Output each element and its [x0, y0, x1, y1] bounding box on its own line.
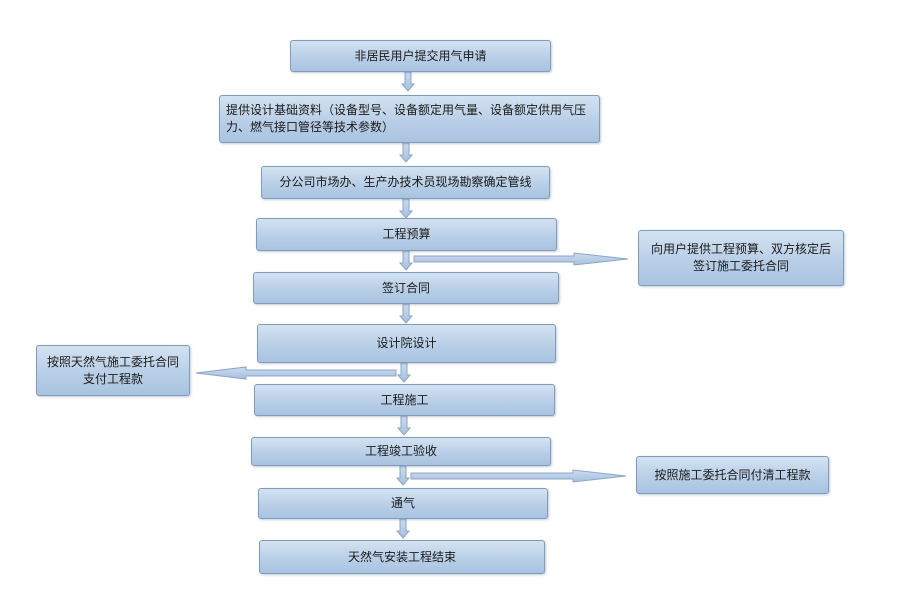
arrow-down-9 — [395, 518, 411, 539]
step-gas-on-label: 通气 — [390, 496, 415, 510]
note-sign-contract-label: 向用户提供工程预算、双方核定后签订施工委托合同 — [650, 242, 831, 273]
step-construction-label: 工程施工 — [380, 392, 429, 407]
step-contract: 签订合同 — [253, 272, 559, 304]
step-survey-label: 分公司市场办、生产办技术员现场勘察确定管线 — [279, 175, 532, 189]
note-pay-progress-label: 按照天然气施工委托合同支付工程款 — [46, 354, 179, 386]
note-settle-payment: 按照施工委托合同付清工程款 — [636, 456, 829, 494]
arrow-down-2 — [398, 142, 414, 163]
step-gas-on: 通气 — [258, 488, 548, 519]
step-survey: 分公司市场办、生产办技术员现场勘察确定管线 — [261, 166, 550, 199]
arrow-down-5 — [398, 303, 414, 324]
arrow-down-3 — [398, 198, 414, 219]
arrow-right-budget-note — [413, 252, 629, 266]
step-apply-label: 非居民用户提交用气申请 — [354, 48, 487, 63]
step-provide-data: 提供设计基础资料（设备型号、设备额定用气量、设备额定供用气压力、燃气接口管径等技… — [219, 95, 600, 143]
step-budget: 工程预算 — [256, 218, 557, 251]
arrow-down-1 — [400, 71, 416, 92]
step-design-label: 设计院设计 — [376, 336, 437, 350]
step-construction: 工程施工 — [254, 384, 555, 416]
step-acceptance-label: 工程竣工验收 — [364, 444, 437, 458]
step-contract-label: 签订合同 — [381, 280, 430, 295]
step-design: 设计院设计 — [257, 324, 556, 363]
step-finish: 天然气安装工程结束 — [259, 540, 545, 574]
note-pay-progress: 按照天然气施工委托合同支付工程款 — [36, 345, 190, 396]
arrow-down-6 — [396, 362, 412, 383]
note-sign-contract: 向用户提供工程预算、双方核定后签订施工委托合同 — [638, 230, 844, 286]
step-finish-label: 天然气安装工程结束 — [347, 549, 456, 564]
step-budget-label: 工程预算 — [382, 227, 431, 241]
step-acceptance: 工程竣工验收 — [251, 437, 551, 466]
arrow-down-8 — [395, 465, 411, 486]
step-apply: 非居民用户提交用气申请 — [290, 40, 551, 72]
step-provide-data-label: 提供设计基础资料（设备型号、设备额定用气量、设备额定供用气压力、燃气接口管径等技… — [226, 103, 587, 134]
arrow-left-payment-note — [195, 366, 397, 380]
arrow-down-7 — [396, 415, 412, 436]
arrow-right-settle-note — [410, 469, 627, 483]
arrow-down-4 — [398, 250, 414, 271]
note-settle-payment-label: 按照施工委托合同付清工程款 — [654, 467, 811, 482]
